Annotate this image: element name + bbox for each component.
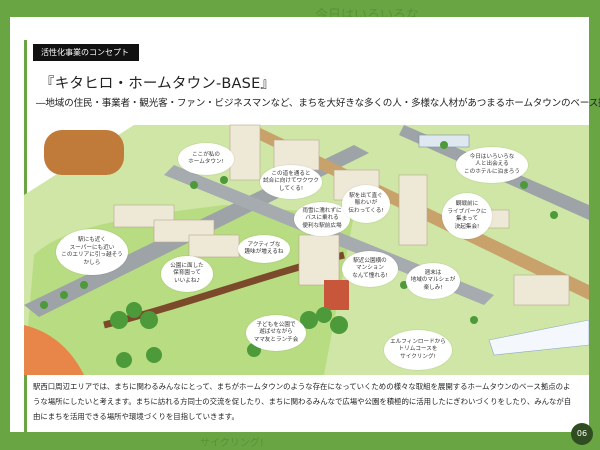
body-paragraph: 駅西口周辺エリアでは、まちに関わるみんなにとって、まちがホームタウンのような存在… <box>33 382 572 421</box>
callout-hometown: ここが私の ホームタウン! <box>178 143 234 175</box>
callout-station-buzz: 駅を出て直ぐ 賑わいが 伝わってくる! <box>342 185 390 223</box>
callout-marche: 週末は 地域のマルシェが 楽しみ! <box>406 263 460 299</box>
callout-excitement-road: この道を通ると 試合に向けてワクワク してくる! <box>260 165 322 199</box>
callout-active-hobby: アクティブな 趣味が増えるね <box>238 235 290 263</box>
callout-move-here: 駅にも近く スーパーにも近い このエリアに引っ越そう かしら <box>56 229 128 275</box>
area-illustration: ここが私の ホームタウン! この道を通ると 試合に向けてワクワク してくる! 雨… <box>24 105 590 375</box>
page-subtitle: ―地域の住民・事業者・観光客・ファン・ビジネスマンなど、まちを大好きな多くの人・… <box>36 98 600 109</box>
page-number: 06 <box>571 423 593 445</box>
callout-station-plaza: 雨雪に濡れずに バスに乗れる 便利な駅前広場 <box>294 202 350 236</box>
buildings <box>113 124 570 306</box>
callout-live-park: 観戦前に ライブパークに 集まって 決起集会! <box>442 193 492 239</box>
callout-nursery: 公園に面した 保育園って いいよね♪ <box>161 256 213 292</box>
arena <box>44 130 124 175</box>
page-title: 『キタヒロ・ホームタウン-BASE』 <box>40 76 276 92</box>
section-label: 活性化事業のコンセプト <box>33 44 139 61</box>
callout-mama-lunch: 子どもを公園で 遊ばせながら ママ友とランチ会 <box>246 315 306 351</box>
callout-mansion: 駅近公園横の マンション なんて憧れる! <box>342 251 398 287</box>
background-text-bottom: サイクリング! <box>200 438 264 449</box>
callout-cycling: エルフィンロードから トリムコースを サイクリング! <box>384 330 452 370</box>
content-card: 活性化事業のコンセプト 『キタヒロ・ホームタウン-BASE』 ―地域の住民・事業… <box>10 17 600 432</box>
callout-hotel: 今日はいろいろな 人と出会える このホテルに泊まろう <box>456 147 528 183</box>
